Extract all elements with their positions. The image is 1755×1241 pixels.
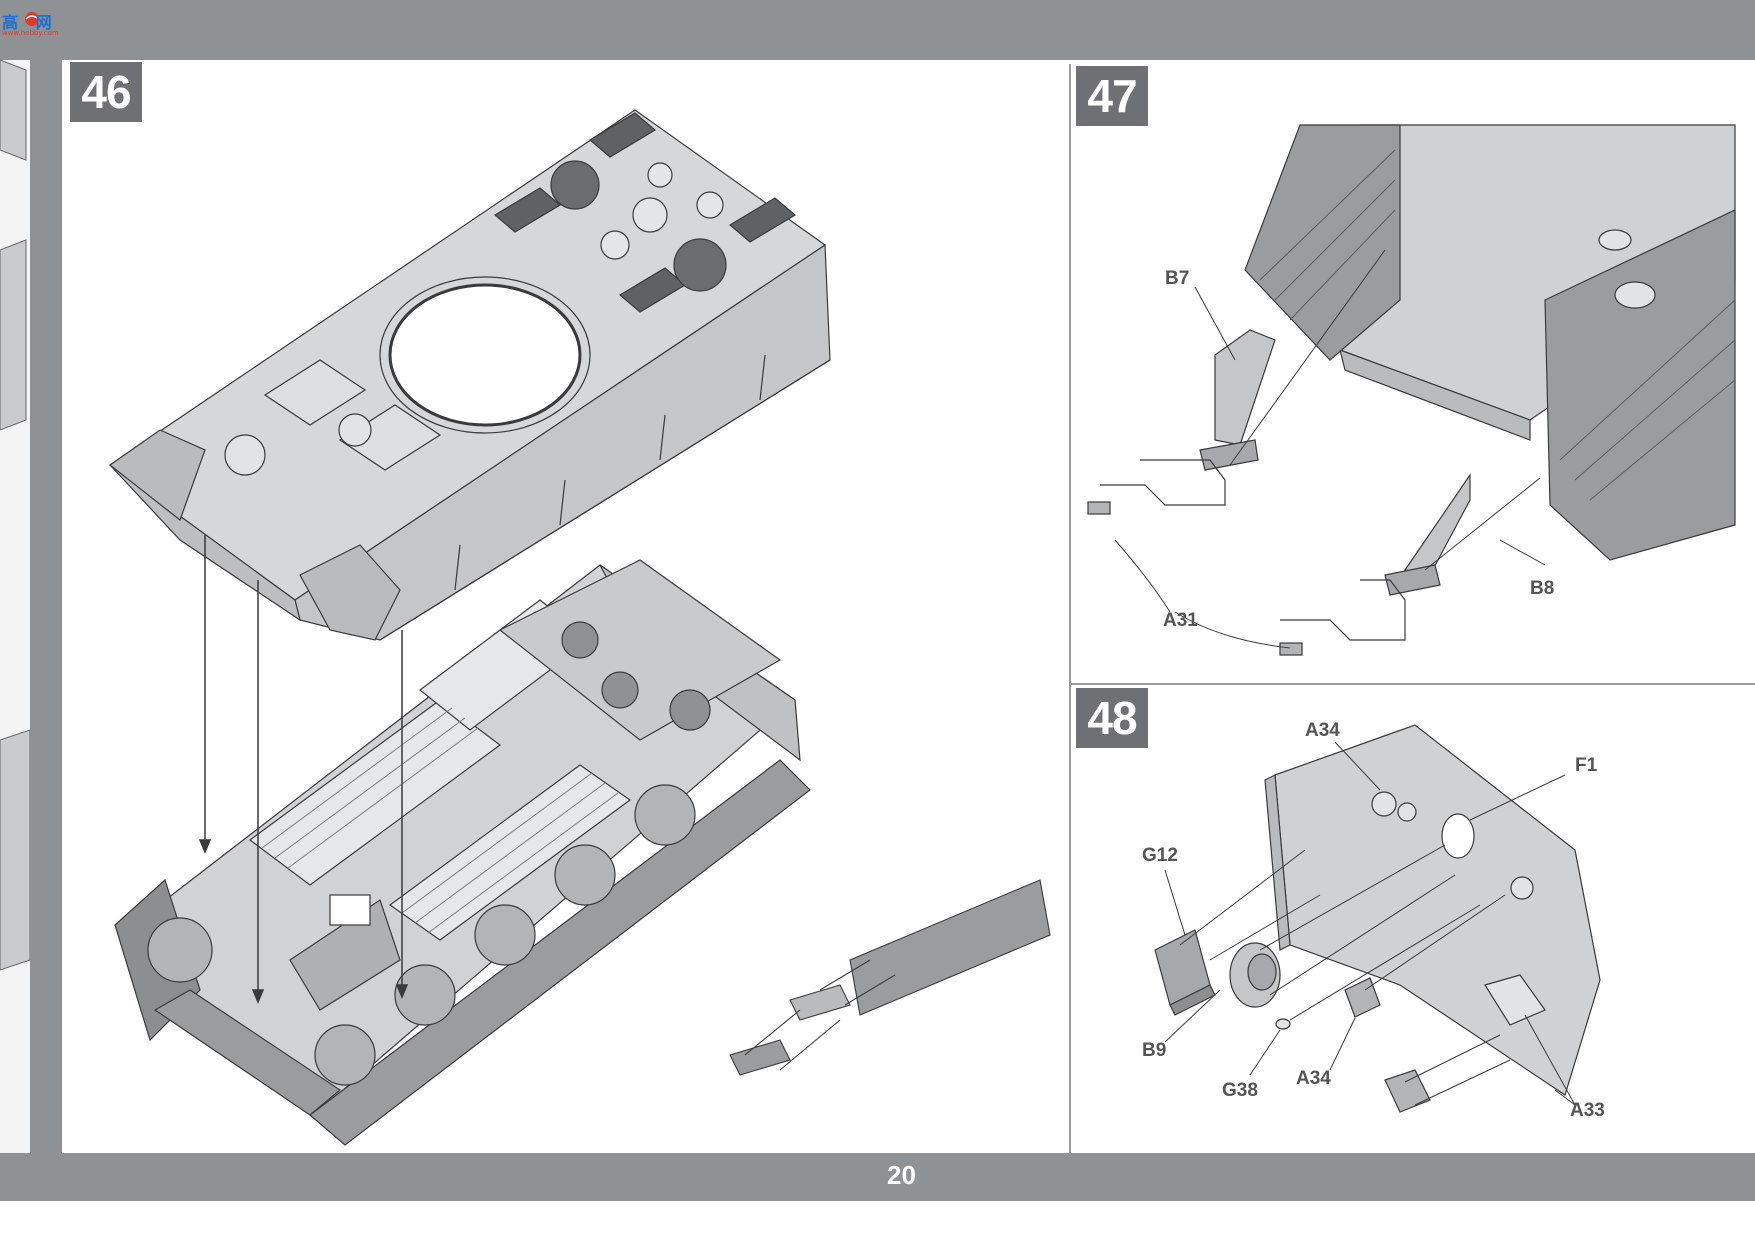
header-band xyxy=(0,0,1755,60)
part-label-g38: G38 xyxy=(1222,1080,1258,1101)
watermark-ball-icon xyxy=(25,12,39,26)
panel-divider-vertical xyxy=(1069,64,1071,1153)
page-number: 20 xyxy=(887,1160,916,1190)
watermark-text: 高 网 xyxy=(2,13,58,32)
part-label-a34-bottom: A34 xyxy=(1296,1068,1331,1089)
part-label-a31: A31 xyxy=(1163,610,1198,631)
step-48-number: 48 xyxy=(1076,688,1148,748)
part-label-f1: F1 xyxy=(1575,755,1598,776)
footer-band xyxy=(0,1153,1755,1201)
part-label-a33: A33 xyxy=(1570,1100,1605,1121)
part-label-a34-top: A34 xyxy=(1305,720,1340,741)
step-47-number: 47 xyxy=(1076,66,1148,126)
left-spine xyxy=(30,60,62,1153)
panel-divider-horizontal xyxy=(1071,683,1755,685)
part-label-b7: B7 xyxy=(1165,268,1190,289)
watermark-subtext: www.hobby.com xyxy=(2,29,59,37)
watermark-logo: 高 网 www.hobby.com xyxy=(2,5,66,39)
part-label-b8: B8 xyxy=(1530,578,1555,599)
step-46-number: 46 xyxy=(70,62,142,122)
part-label-g12: G12 xyxy=(1142,845,1178,866)
part-label-b9: B9 xyxy=(1142,1040,1167,1061)
previous-page-strip xyxy=(0,59,30,1153)
